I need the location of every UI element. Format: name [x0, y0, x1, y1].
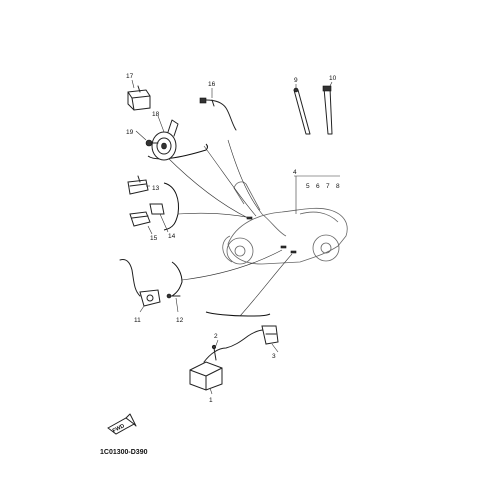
part-12-screw [166, 293, 181, 299]
part-14-15-relays [129, 203, 165, 227]
connection-lines [147, 139, 293, 317]
part-9-strap [293, 87, 311, 135]
callout-15: 15 [150, 235, 158, 242]
callout-18: 18 [152, 111, 160, 118]
callout-7: 7 [326, 183, 330, 190]
callout-8: 8 [336, 183, 340, 190]
part-18-horn [151, 119, 179, 161]
callout-11: 11 [134, 317, 141, 324]
fwd-label: FWD [112, 423, 126, 434]
callout-16: 16 [208, 81, 216, 88]
part-4-group-bracket [294, 175, 340, 214]
scooter-outline [222, 181, 348, 265]
callout-13: 13 [152, 185, 160, 192]
callout-2: 2 [214, 333, 218, 340]
part-10-tie [322, 85, 333, 135]
part-16-wire [199, 97, 237, 131]
part-11-sensor [119, 259, 161, 307]
diagram-code: 1C01300-D390 [100, 449, 148, 456]
callout-14: 14 [168, 233, 176, 240]
callout-9: 9 [294, 77, 298, 84]
callout-leaders [131, 79, 333, 395]
part-19-bolt [145, 139, 159, 147]
callout-labels: 17 18 19 16 9 10 4 5 6 7 8 13 14 15 11 1… [126, 73, 340, 404]
callout-4: 4 [293, 169, 297, 176]
part-17-relay [127, 85, 151, 111]
fwd-arrow-icon: FWD [107, 413, 137, 435]
part-3-plug-cap [261, 325, 279, 345]
callout-12: 12 [176, 317, 184, 324]
part-1-ignition-coil [189, 329, 265, 391]
callout-6: 6 [316, 183, 320, 190]
part-13-relay [127, 175, 149, 195]
callout-19: 19 [126, 129, 134, 136]
callout-1: 1 [209, 397, 213, 404]
callout-3: 3 [272, 353, 276, 360]
callout-5: 5 [306, 183, 310, 190]
callout-10: 10 [329, 75, 337, 82]
callout-17: 17 [126, 73, 134, 80]
